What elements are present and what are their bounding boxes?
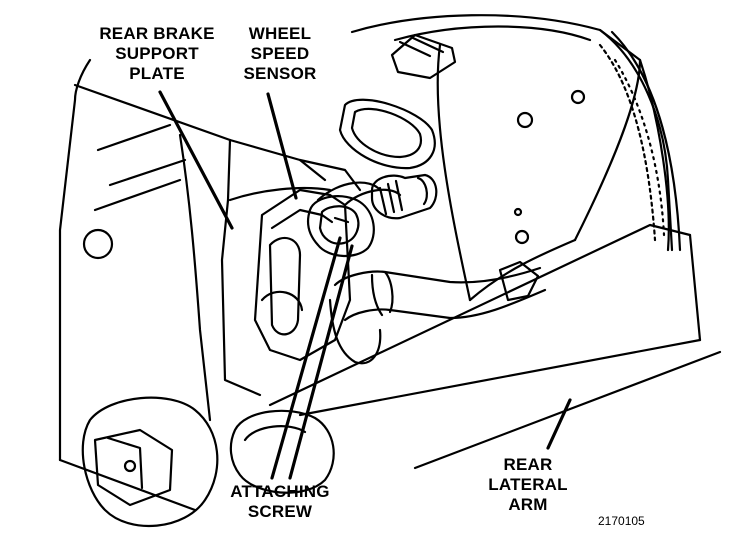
label-line: REAR <box>503 455 553 474</box>
leader-attaching-screw-1 <box>270 236 342 480</box>
upper-bolt <box>390 33 457 80</box>
support-plate <box>58 58 362 512</box>
label-attaching-screw: ATTACHING SCREW <box>215 482 345 522</box>
label-wheel-speed-sensor: WHEEL SPEED SENSOR <box>225 24 335 84</box>
label-line: WHEEL <box>248 24 312 43</box>
leader-lateral-arm <box>546 398 572 450</box>
brake-lining <box>598 28 682 252</box>
label-line: SCREW <box>247 502 313 521</box>
sensor-bracket <box>253 181 402 362</box>
sensor-cable <box>328 260 547 365</box>
leader-support-plate <box>158 90 234 230</box>
label-line: ARM <box>508 495 548 514</box>
threaded-stud <box>370 173 438 220</box>
label-line: SPEED <box>250 44 310 63</box>
label-line: ATTACHING <box>230 482 330 501</box>
label-line: SUPPORT <box>115 44 199 63</box>
lower-boss <box>229 409 335 494</box>
figure-number: 2170105 <box>598 514 645 528</box>
sensor-head <box>307 195 375 257</box>
label-line: LATERAL <box>488 475 568 494</box>
plate-slot <box>338 98 436 170</box>
label-line: SENSOR <box>243 64 317 83</box>
label-rear-lateral-arm: REAR LATERAL ARM <box>478 455 578 515</box>
label-rear-brake-support-plate: REAR BRAKE SUPPORT PLATE <box>72 24 242 84</box>
label-line: PLATE <box>129 64 185 83</box>
lateral-arm <box>268 223 722 470</box>
hub-nut <box>81 396 219 528</box>
leader-attaching-screw-2 <box>288 244 354 480</box>
label-line: REAR BRAKE <box>99 24 215 43</box>
leader-lines <box>158 90 572 480</box>
leader-wheel-speed-sensor <box>266 92 298 200</box>
